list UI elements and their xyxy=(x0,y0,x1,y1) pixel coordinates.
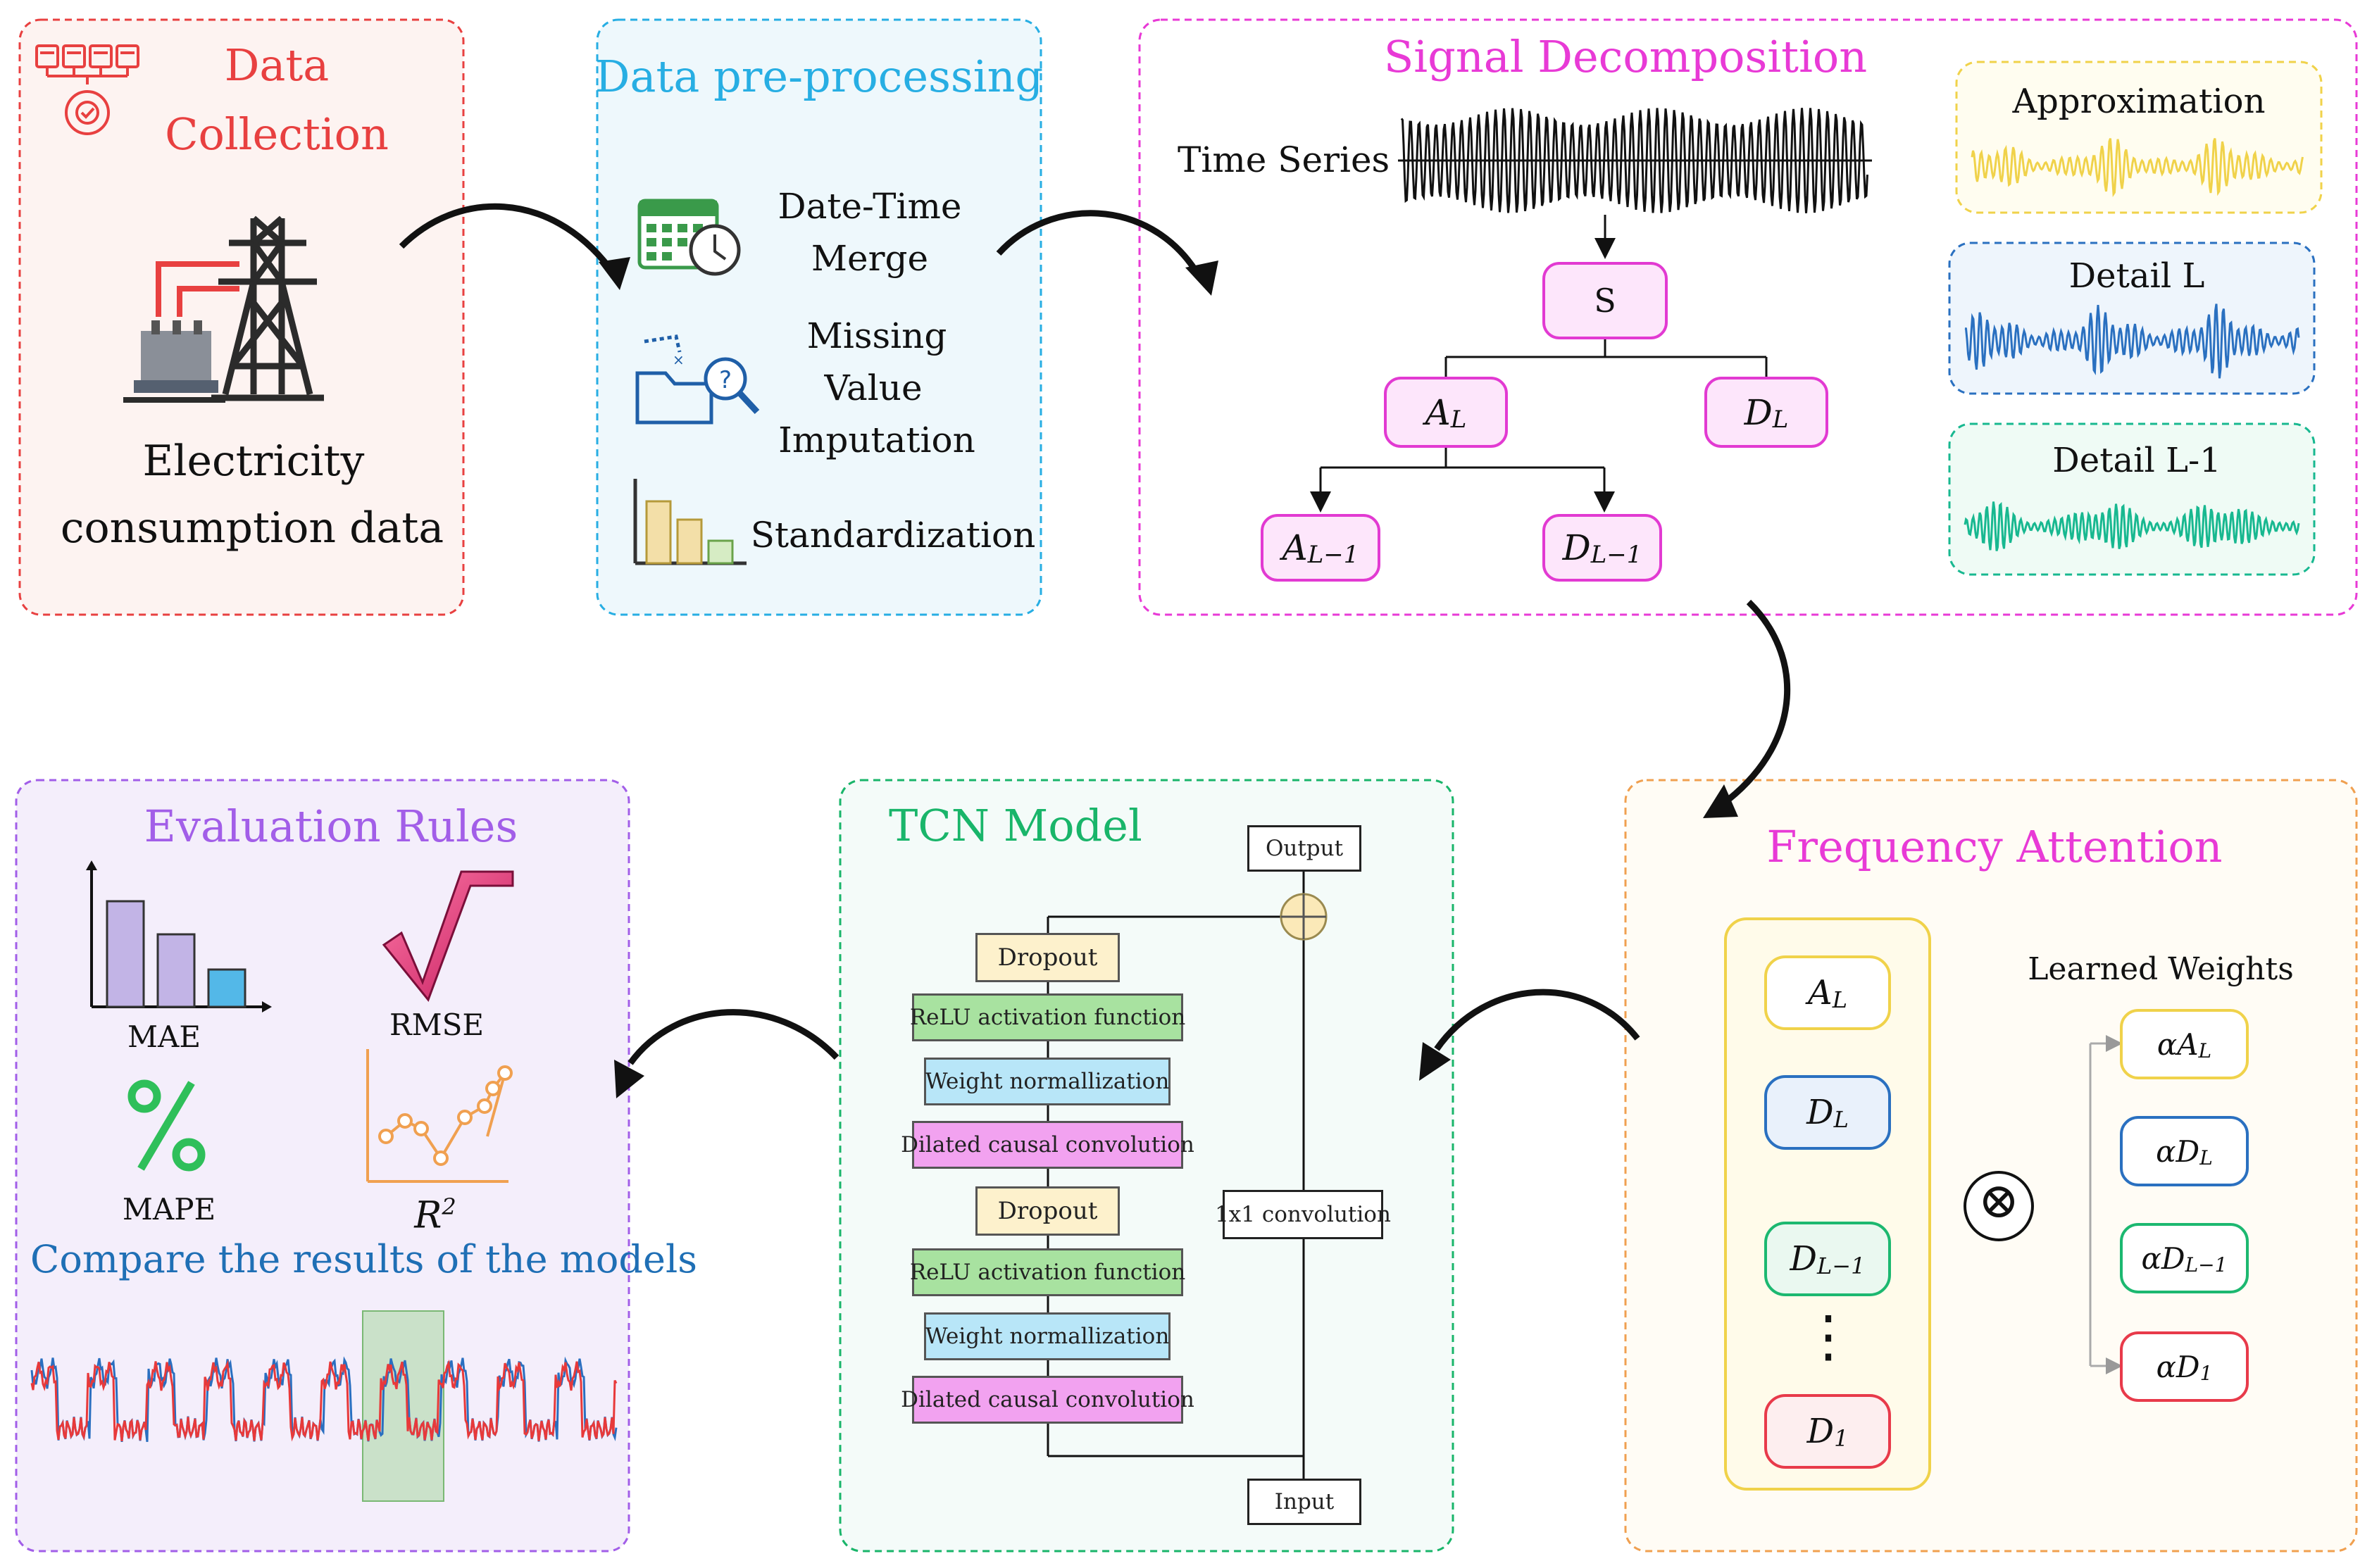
flow-arrow-head xyxy=(1185,261,1218,296)
flow-arrow-head xyxy=(1703,784,1738,818)
multiply-operator-circle xyxy=(1964,1171,2034,1241)
evaluation-panel xyxy=(15,779,630,1553)
bar-chart-icon xyxy=(633,479,747,565)
percent-icon xyxy=(127,1079,206,1172)
flow-arrow-head xyxy=(599,257,630,290)
preprocessing-panel xyxy=(596,18,1042,616)
scatter-line-icon xyxy=(366,1049,513,1183)
square-root-icon xyxy=(382,870,514,1002)
flow-arrow-head xyxy=(614,1060,644,1098)
folder-search-icon: ? × xyxy=(635,334,760,425)
transformer-icon xyxy=(123,261,239,403)
approximation-box xyxy=(1955,61,2323,214)
tcn-panel xyxy=(839,779,1454,1553)
flow-arrow-head xyxy=(1419,1042,1451,1081)
flow-arrow-collection-to-preprocessing xyxy=(399,203,612,270)
comparison-predicted-line xyxy=(30,1359,618,1442)
flow-arrow-decomposition-to-attention xyxy=(1727,599,1791,802)
time-series-wave xyxy=(1400,108,1868,213)
svg-text:?: ? xyxy=(719,366,732,394)
frequency-components-container xyxy=(1724,917,1931,1491)
detail-l1-box xyxy=(1948,422,2316,576)
flow-arrow-attention-to-tcn xyxy=(1434,989,1640,1051)
transmission-tower-icon xyxy=(211,215,324,401)
flow-arrow-preprocessing-to-decomposition xyxy=(996,210,1199,273)
comparison-highlight xyxy=(362,1310,444,1502)
mae-bar-chart-icon xyxy=(86,860,272,1012)
approximation-wave xyxy=(1971,138,2304,197)
calendar-clock-icon xyxy=(637,199,741,276)
decomposition-tree-lines xyxy=(1310,339,1768,513)
detail-l1-wave xyxy=(1964,501,2300,551)
svg-text:×: × xyxy=(673,351,685,368)
detail-l-box xyxy=(1948,242,2316,395)
detail-l-wave xyxy=(1964,303,2300,379)
server-gear-icon xyxy=(35,44,139,135)
flow-arrow-tcn-to-evaluation xyxy=(628,1009,839,1065)
weights-bracket xyxy=(2089,1035,2123,1374)
